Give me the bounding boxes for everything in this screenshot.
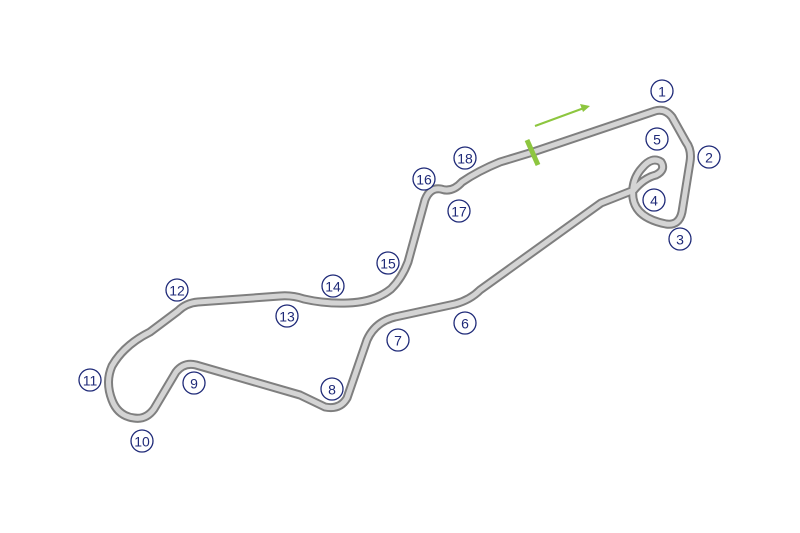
turn-label: 3 (676, 232, 684, 248)
turn-marker-9: 9 (182, 371, 206, 395)
turn-circle (182, 371, 206, 395)
turn-circle (412, 167, 436, 191)
turn-marker-18: 18 (453, 146, 477, 170)
turn-marker-14: 14 (321, 274, 345, 298)
turn-marker-6: 6 (453, 311, 477, 335)
turn-label: 4 (650, 193, 658, 209)
turn-circle (376, 251, 400, 275)
turn-label: 7 (394, 333, 402, 349)
turn-label: 9 (190, 376, 198, 392)
turn-label: 12 (169, 283, 185, 299)
turn-label: 18 (457, 151, 473, 167)
turn-circle (447, 199, 471, 223)
turn-label: 15 (380, 256, 396, 272)
turn-circle (668, 227, 692, 251)
turn-marker-13: 13 (275, 304, 299, 328)
turn-circle (650, 79, 674, 103)
turn-marker-11: 11 (78, 368, 102, 392)
turn-marker-7: 7 (386, 328, 410, 352)
turn-circle (645, 127, 669, 151)
turn-marker-3: 3 (668, 227, 692, 251)
turn-marker-17: 17 (447, 199, 471, 223)
turn-label: 6 (461, 316, 469, 332)
turn-label: 17 (451, 204, 467, 220)
turn-label: 14 (325, 279, 341, 295)
turn-marker-10: 10 (130, 429, 154, 453)
turn-circle (130, 429, 154, 453)
turn-label: 5 (653, 132, 661, 148)
track-surface (106, 107, 693, 421)
start-finish-line (524, 138, 541, 167)
turn-label: 13 (279, 309, 295, 325)
turn-label: 8 (328, 382, 336, 398)
track (104, 105, 695, 423)
turn-label: 11 (83, 373, 98, 389)
turn-marker-15: 15 (376, 251, 400, 275)
turn-circle (697, 145, 721, 169)
turn-circle (642, 188, 666, 212)
turn-circle (386, 328, 410, 352)
turn-circle (321, 274, 345, 298)
turn-marker-2: 2 (697, 145, 721, 169)
turn-circle (453, 146, 477, 170)
turn-circle (275, 304, 299, 328)
turn-label: 2 (705, 150, 713, 166)
turn-marker-16: 16 (412, 167, 436, 191)
turn-marker-5: 5 (645, 127, 669, 151)
turn-marker-12: 12 (165, 278, 189, 302)
turn-label: 10 (134, 434, 150, 450)
turn-marker-8: 8 (320, 377, 344, 401)
turn-marker-1: 1 (650, 79, 674, 103)
turn-circle (165, 278, 189, 302)
turn-marker-4: 4 (642, 188, 666, 212)
turn-circle (78, 368, 102, 392)
turn-circle (320, 377, 344, 401)
turn-circle (453, 311, 477, 335)
direction-arrow (534, 104, 590, 127)
turn-label: 16 (416, 172, 432, 188)
turn-label: 1 (658, 84, 666, 100)
